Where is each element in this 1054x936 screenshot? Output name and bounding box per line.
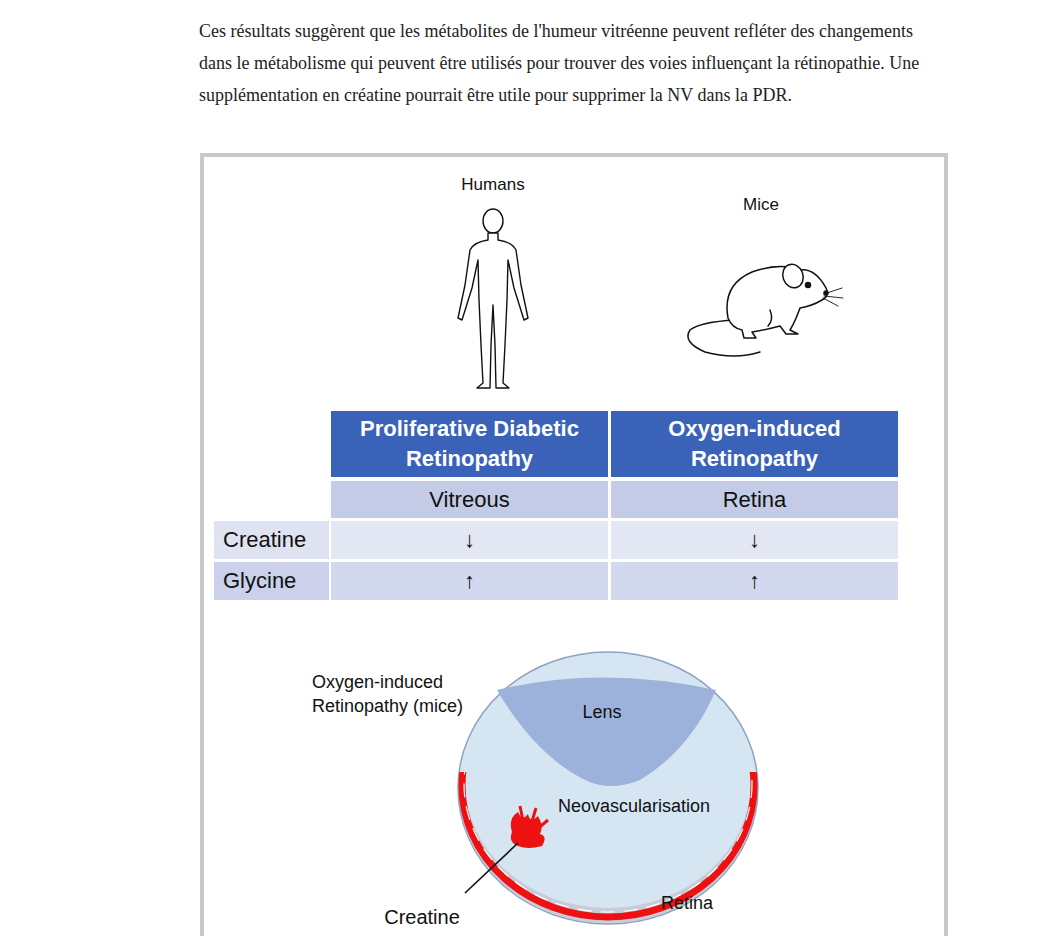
table-cell-box: ↑	[331, 562, 608, 600]
table-cell: ↓	[749, 527, 760, 553]
table-cell: Vitreous	[429, 487, 509, 513]
table-cell: ↑	[464, 568, 475, 594]
table-cells	[214, 411, 898, 600]
callout-label-box: Creatine	[366, 903, 478, 930]
eye-illustration	[458, 652, 758, 924]
table-cell: ↑	[749, 568, 760, 594]
figure-label-box: Oxygen-induced Retinopathy (mice)	[308, 668, 488, 720]
table-cell-box: ↓	[611, 521, 898, 559]
figure-label-box: Mice	[711, 194, 811, 216]
part-label-box: Retina	[646, 891, 728, 915]
table-header-box: Proliferative Diabetic Retinopathy	[331, 411, 608, 477]
leader-line	[465, 843, 518, 893]
neovascular-tuft	[511, 806, 548, 848]
figure-label: Oxygen-induced Retinopathy (mice)	[312, 670, 488, 718]
table-header: Oxygen-induced Retinopathy	[611, 414, 898, 474]
paragraph-text: Ces résultats suggèrent que les métaboli…	[199, 15, 949, 111]
part-label-box: Lens	[557, 700, 647, 724]
part-label-box: Neovascularisation	[538, 794, 730, 818]
part-label: Retina	[661, 892, 713, 914]
mouse-figure	[688, 261, 843, 356]
figure-label: Humans	[461, 175, 524, 195]
part-label: Lens	[582, 701, 621, 723]
figure-label: Mice	[743, 195, 779, 215]
table-cell: Retina	[723, 487, 787, 513]
human-figure	[458, 209, 528, 388]
table-row-label: Creatine	[223, 527, 306, 553]
part-label: Neovascularisation	[558, 795, 710, 817]
table-row-label-box: Glycine	[214, 562, 329, 600]
table-cell: ↓	[464, 527, 475, 553]
table-cell-box: Vitreous	[331, 481, 608, 518]
table-row-label-box: Creatine	[214, 521, 329, 559]
figure-frame	[202, 155, 946, 936]
table-cell-box: ↓	[331, 521, 608, 559]
table-row-label: Glycine	[223, 568, 296, 594]
callout-label: Creatine	[384, 905, 460, 929]
table-cell-box: ↑	[611, 562, 898, 600]
paragraph-text-box: Ces résultats suggèrent que les métaboli…	[199, 0, 949, 128]
figure-label-box: Humans	[433, 174, 553, 196]
table-cell-box: Retina	[611, 481, 898, 518]
table-header: Proliferative Diabetic Retinopathy	[331, 414, 608, 474]
table-header-box: Oxygen-induced Retinopathy	[611, 411, 898, 477]
